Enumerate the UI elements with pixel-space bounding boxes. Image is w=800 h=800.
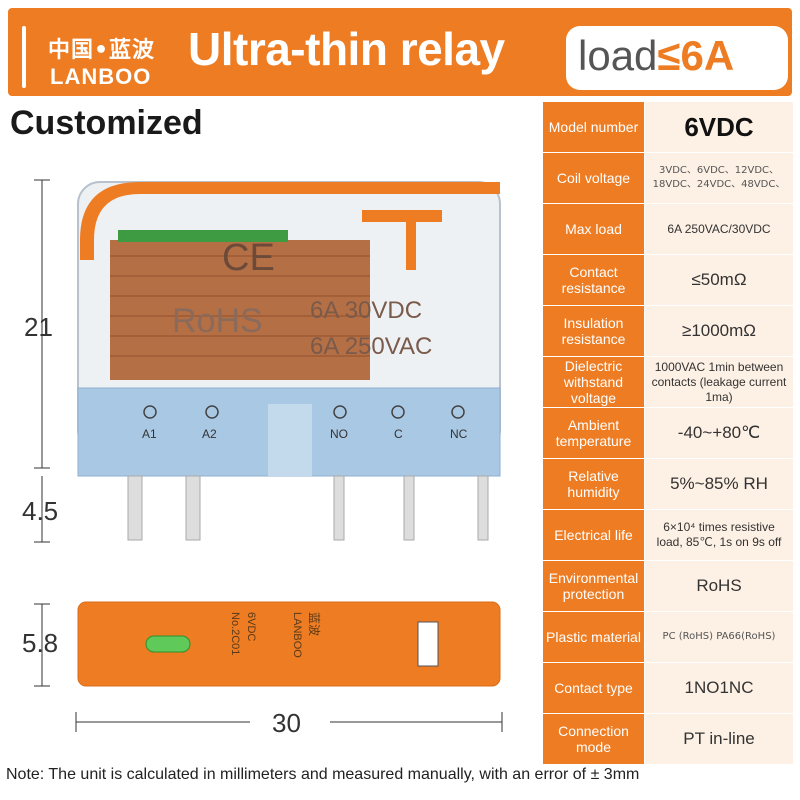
spec-value: 6×10⁴ times resistive load, 85℃, 1s on 9…: [645, 510, 793, 560]
spec-label: Contact type: [543, 663, 645, 713]
terminal-c: C: [394, 427, 403, 441]
spec-row: Insulation resistance≥1000mΩ: [543, 306, 793, 357]
spec-label: Contact resistance: [543, 255, 645, 305]
rating-line-2: 6A 250VAC: [310, 333, 432, 360]
top-brand-cn: 蓝波: [307, 612, 321, 636]
spec-label: Relative humidity: [543, 459, 645, 509]
logo-english-text: LANBOO: [50, 64, 152, 89]
dimension-height: 21: [24, 312, 53, 342]
spec-label: Model number: [543, 102, 645, 152]
spec-row: Contact resistance≤50mΩ: [543, 255, 793, 306]
spec-value: 3VDC、6VDC、12VDC、18VDC、24VDC、48VDC、: [645, 153, 793, 203]
spec-value: 5%~85% RH: [645, 459, 793, 509]
logo-chinese-text: 中国•蓝波: [48, 38, 156, 63]
terminal-a2: A2: [202, 427, 217, 441]
dimension-length: 30: [272, 708, 301, 738]
spec-value: 6A 250VAC/30VDC: [645, 204, 793, 254]
spec-label: Electrical life: [543, 510, 645, 560]
top-voltage: 6VDC: [245, 612, 257, 641]
spec-label: Coil voltage: [543, 153, 645, 203]
load-rating-badge: load≤6A: [566, 26, 788, 90]
ce-mark: CE: [222, 237, 275, 279]
relay-top-view: LANBOO 蓝波 6VDC No.2C01: [77, 601, 501, 687]
spec-label: Environmental protection: [543, 561, 645, 611]
spec-label: Ambient temperature: [543, 408, 645, 458]
height-dimension-line: [34, 179, 50, 543]
thickness-dimension-line: [34, 603, 50, 687]
section-title: Customized: [10, 104, 203, 142]
terminal-no: NO: [330, 427, 348, 441]
length-dimension-line: [75, 712, 503, 732]
spec-value: RoHS: [645, 561, 793, 611]
brand-logo: 中国•蓝波 LANBOO: [38, 30, 180, 90]
terminal-nc: NC: [450, 427, 468, 441]
load-value: ≤6A: [657, 32, 735, 79]
spec-value: ≤50mΩ: [645, 255, 793, 305]
spec-label: Max load: [543, 204, 645, 254]
header-banner: 中国•蓝波 LANBOO Ultra-thin relay load≤6A: [8, 8, 792, 96]
top-model: No.2C01: [229, 612, 241, 655]
product-title: Ultra-thin relay: [188, 23, 505, 75]
relay-illustration: CE RoHS 6A 30VDC 6A 250VAC A1 A2 NO C NC…: [34, 179, 503, 732]
spec-label: Connection mode: [543, 714, 645, 764]
spec-value: 6VDC: [645, 102, 793, 152]
relay-side-view: CE RoHS 6A 30VDC 6A 250VAC A1 A2 NO C NC: [77, 181, 501, 541]
measurement-note: Note: The unit is calculated in millimet…: [6, 766, 640, 783]
spec-value: 1NO1NC: [645, 663, 793, 713]
dimension-thickness: 5.8: [22, 628, 59, 658]
top-brand: LANBOO: [291, 612, 303, 658]
dimension-pin-length: 4.5: [22, 496, 59, 526]
spec-value: -40~+80℃: [645, 408, 793, 458]
banner-accent-bar: [22, 26, 26, 88]
terminal-a1: A1: [142, 427, 157, 441]
rating-line-1: 6A 30VDC: [310, 297, 422, 324]
spec-value: ≥1000mΩ: [645, 306, 793, 356]
spec-value: PT in-line: [645, 714, 793, 764]
spec-label: Insulation resistance: [543, 306, 645, 356]
rohs-mark: RoHS: [172, 302, 263, 340]
spec-row: Ambient temperature-40~+80℃: [543, 408, 793, 459]
load-label: load: [578, 32, 658, 79]
spec-label: Plastic material: [543, 612, 645, 662]
spec-value: PC (RoHS) PA66(RoHS): [645, 612, 793, 662]
spec-label: Dielectric withstand voltage: [543, 357, 645, 407]
spec-value: 1000VAC 1min between contacts (leakage c…: [645, 357, 793, 407]
